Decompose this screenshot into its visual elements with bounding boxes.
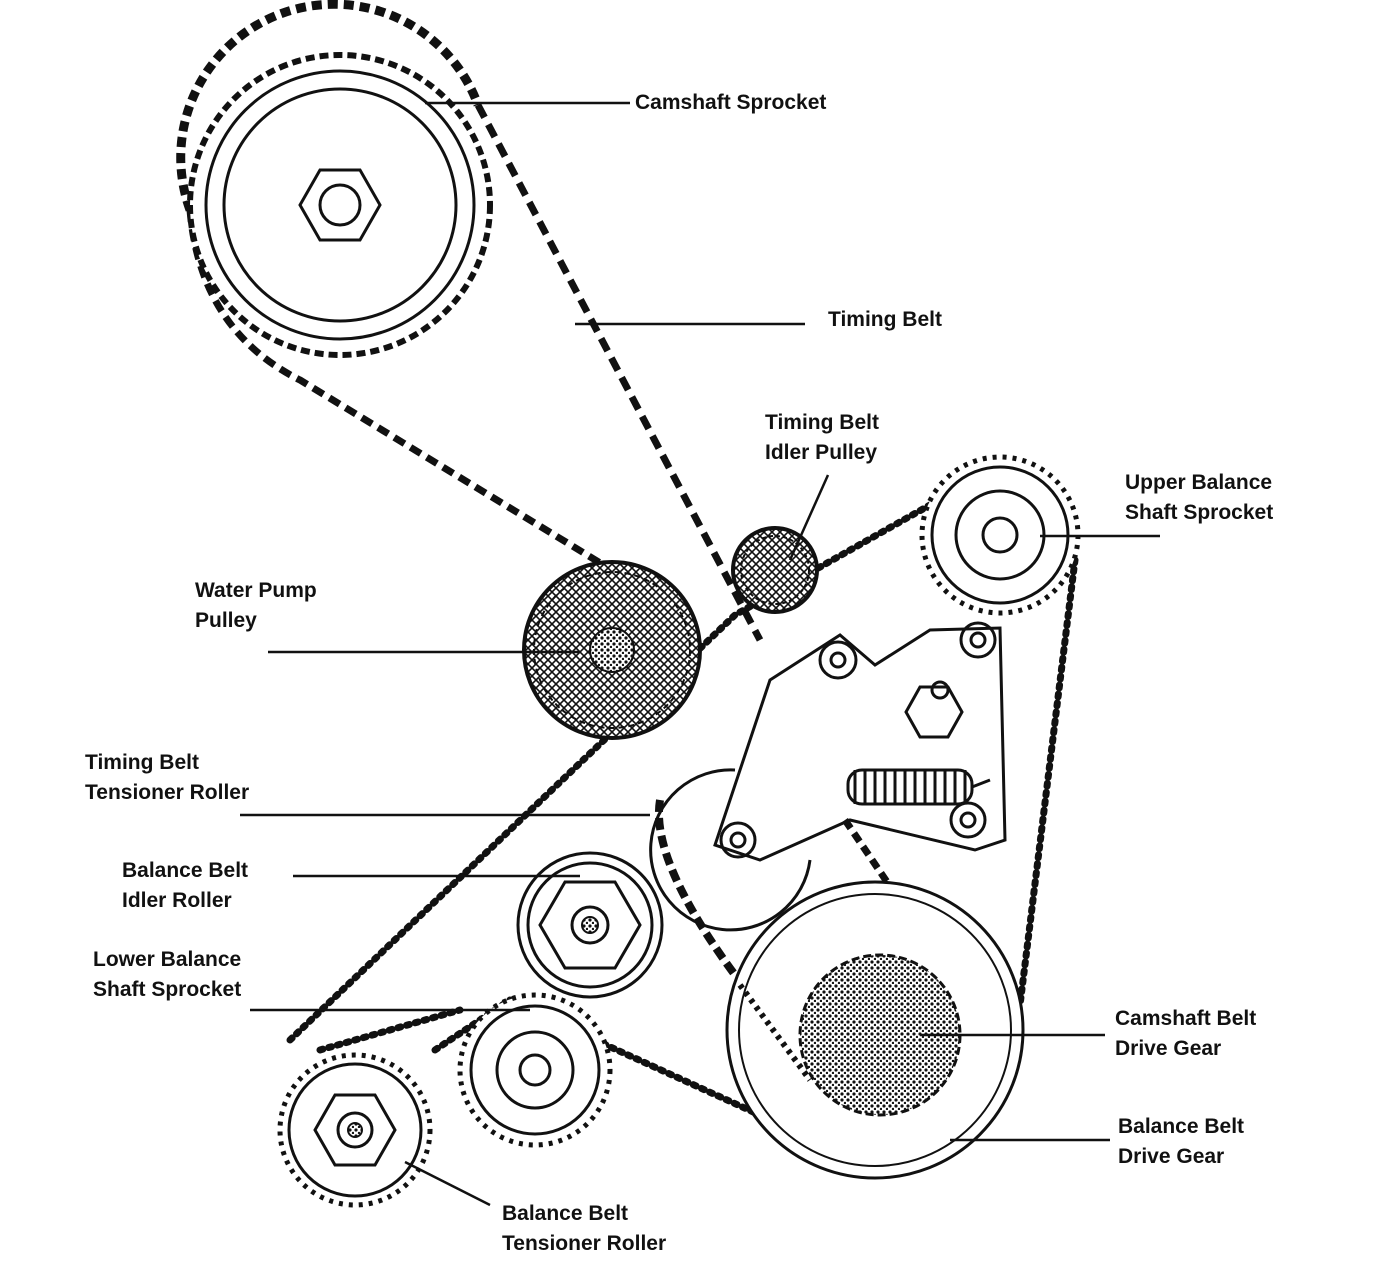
label-balance-idler-line2: Idler Roller bbox=[122, 889, 232, 912]
tensioner-bracket bbox=[713, 621, 1007, 862]
label-bal-tensioner-line1: Balance Belt bbox=[502, 1202, 629, 1225]
camshaft-sprocket bbox=[187, 52, 493, 358]
label-bal-drive-line2: Drive Gear bbox=[1118, 1145, 1225, 1168]
label-tensioner-roller-line2: Tensioner Roller bbox=[85, 781, 250, 804]
label-camshaft-sprocket: Camshaft Sprocket bbox=[635, 91, 827, 114]
balance-belt-idler-roller bbox=[516, 851, 664, 999]
leader-bal-tensioner bbox=[404, 1160, 491, 1207]
label-bal-tensioner-line2: Tensioner Roller bbox=[502, 1232, 667, 1255]
timing-belt-idler-pulley bbox=[731, 526, 819, 614]
label-water-pump-line2: Pulley bbox=[195, 609, 257, 632]
balance-belt-tensioner-roller bbox=[277, 1052, 433, 1208]
leader-lines bbox=[240, 101, 1160, 1207]
label-upper-balance-line2: Shaft Sprocket bbox=[1125, 501, 1274, 524]
label-upper-balance-line1: Upper Balance bbox=[1125, 471, 1273, 494]
label-tensioner-roller-line1: Timing Belt bbox=[85, 751, 199, 774]
label-lower-balance-line1: Lower Balance bbox=[93, 948, 242, 971]
label-water-pump-line1: Water Pump bbox=[195, 579, 317, 602]
water-pump-pulley bbox=[522, 560, 702, 740]
label-cam-drive-line2: Drive Gear bbox=[1115, 1037, 1222, 1060]
lower-balance-shaft-sprocket bbox=[457, 992, 613, 1148]
tensioner-spring bbox=[846, 768, 991, 806]
leader-timing-belt-idler bbox=[788, 474, 830, 561]
label-bal-drive-line1: Balance Belt bbox=[1118, 1115, 1245, 1138]
label-balance-idler-line1: Balance Belt bbox=[122, 859, 249, 882]
label-timing-belt: Timing Belt bbox=[828, 308, 942, 331]
timing-belt-tensioner-roller bbox=[649, 768, 812, 932]
label-cam-drive-line1: Camshaft Belt bbox=[1115, 1007, 1257, 1030]
label-lower-balance-line2: Shaft Sprocket bbox=[93, 978, 242, 1001]
label-timing-belt-idler-pulley-line2: Idler Pulley bbox=[765, 441, 878, 464]
label-timing-belt-idler-pulley-line1: Timing Belt bbox=[765, 411, 879, 434]
